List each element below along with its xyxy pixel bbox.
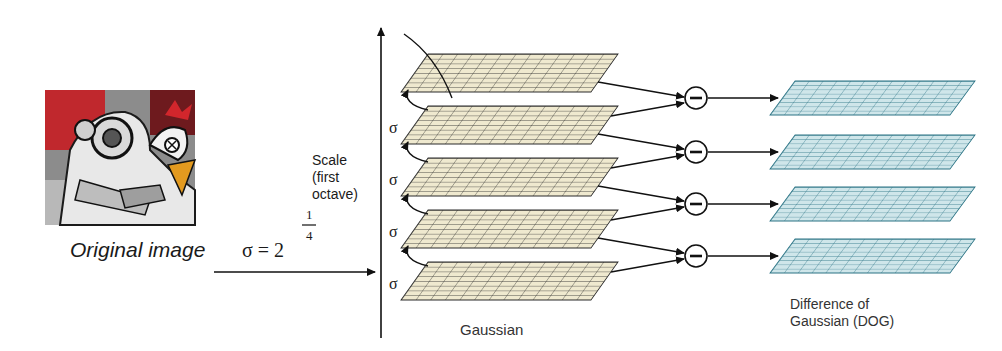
exponent-numerator: 1 (306, 207, 313, 223)
stack-label: Gaussian (460, 321, 523, 339)
input-arrow (214, 271, 375, 273)
dog-arrow (708, 98, 778, 256)
sigma-step: σ (389, 222, 398, 241)
sigma-step: σ (389, 118, 398, 137)
gaussian-grid (401, 54, 618, 300)
stack-label: Difference of Gaussian (DOG) (790, 296, 910, 330)
sigma-step: σ (389, 274, 398, 293)
axis-label: Scale (first octave) (312, 152, 374, 202)
scale-axis (380, 28, 382, 338)
decor-curve (404, 34, 452, 98)
image-caption: Original image (70, 237, 205, 262)
subtract-arrow (598, 82, 684, 272)
sigma-formula: σ = 2 (242, 238, 284, 262)
minus-circle (685, 87, 707, 267)
dog-grid (770, 81, 975, 273)
scale-step-arrow (407, 90, 428, 266)
fraction-bar (302, 224, 316, 225)
exponent-denominator: 4 (306, 228, 313, 244)
original-photo (45, 90, 195, 225)
sigma-step: σ (389, 170, 398, 189)
